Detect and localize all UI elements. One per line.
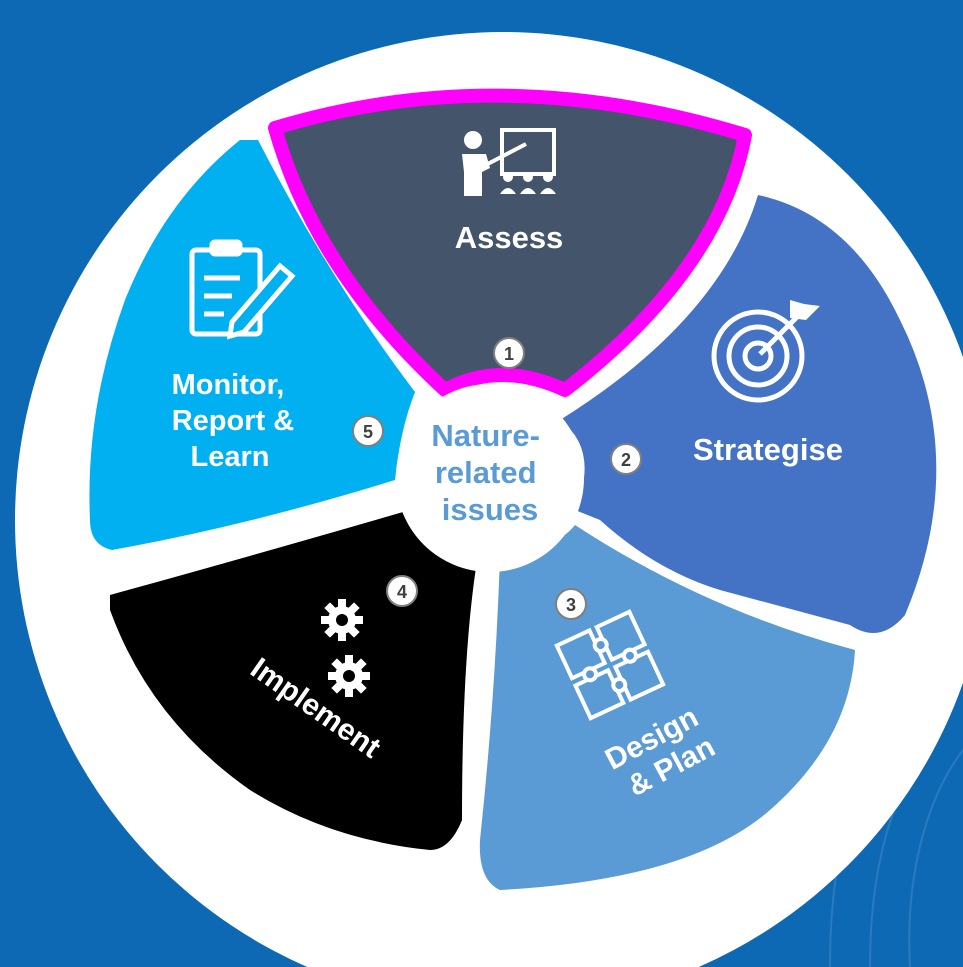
segment-monitor[interactable]: [89, 140, 415, 550]
segment-monitor-label: Monitor, Report & Learn: [172, 369, 303, 473]
center-label-line-3: issues: [442, 492, 539, 527]
segment-implement-number: 4: [397, 582, 407, 602]
segment-monitor-shape: [89, 140, 415, 550]
clipboard-pencil-icon: [189, 239, 296, 340]
segment-monitor-label-line-3: Learn: [191, 441, 270, 473]
segment-design-plan-badge: 3: [555, 588, 587, 620]
target-dartboard-icon: [711, 300, 820, 403]
center-circle: [396, 384, 584, 572]
gears-icon: [321, 599, 370, 697]
segment-implement[interactable]: [110, 510, 478, 850]
segment-assess-number: 1: [504, 344, 514, 364]
presentation-teacher-icon: [462, 128, 556, 196]
segment-assess-label: Assess: [455, 220, 564, 255]
segment-strategise-label: Strategise: [693, 432, 843, 467]
segment-implement-shape: [110, 510, 478, 850]
segment-strategise-shape: [560, 195, 937, 633]
center-label-line-2: related: [435, 455, 537, 490]
segment-strategise[interactable]: [560, 195, 937, 633]
center-label-line-1: Nature-: [431, 418, 540, 453]
center-label: Nature- related issues: [431, 418, 548, 527]
segment-assess-shape: [268, 88, 752, 397]
puzzle-pieces-icon: [554, 609, 666, 721]
segment-assess[interactable]: [268, 88, 752, 397]
segment-implement-badge: 4: [386, 575, 418, 607]
segment-assess-badge: 1: [493, 337, 525, 369]
segment-design-plan-number: 3: [566, 595, 576, 615]
segment-strategise-number: 2: [621, 450, 631, 470]
segment-monitor-label-line-2: Report &: [172, 405, 295, 437]
segment-monitor-label-line-1: Monitor,: [172, 369, 285, 401]
segment-monitor-badge: 5: [352, 415, 384, 447]
segment-strategise-badge: 2: [610, 443, 642, 475]
segment-monitor-number: 5: [363, 422, 373, 442]
